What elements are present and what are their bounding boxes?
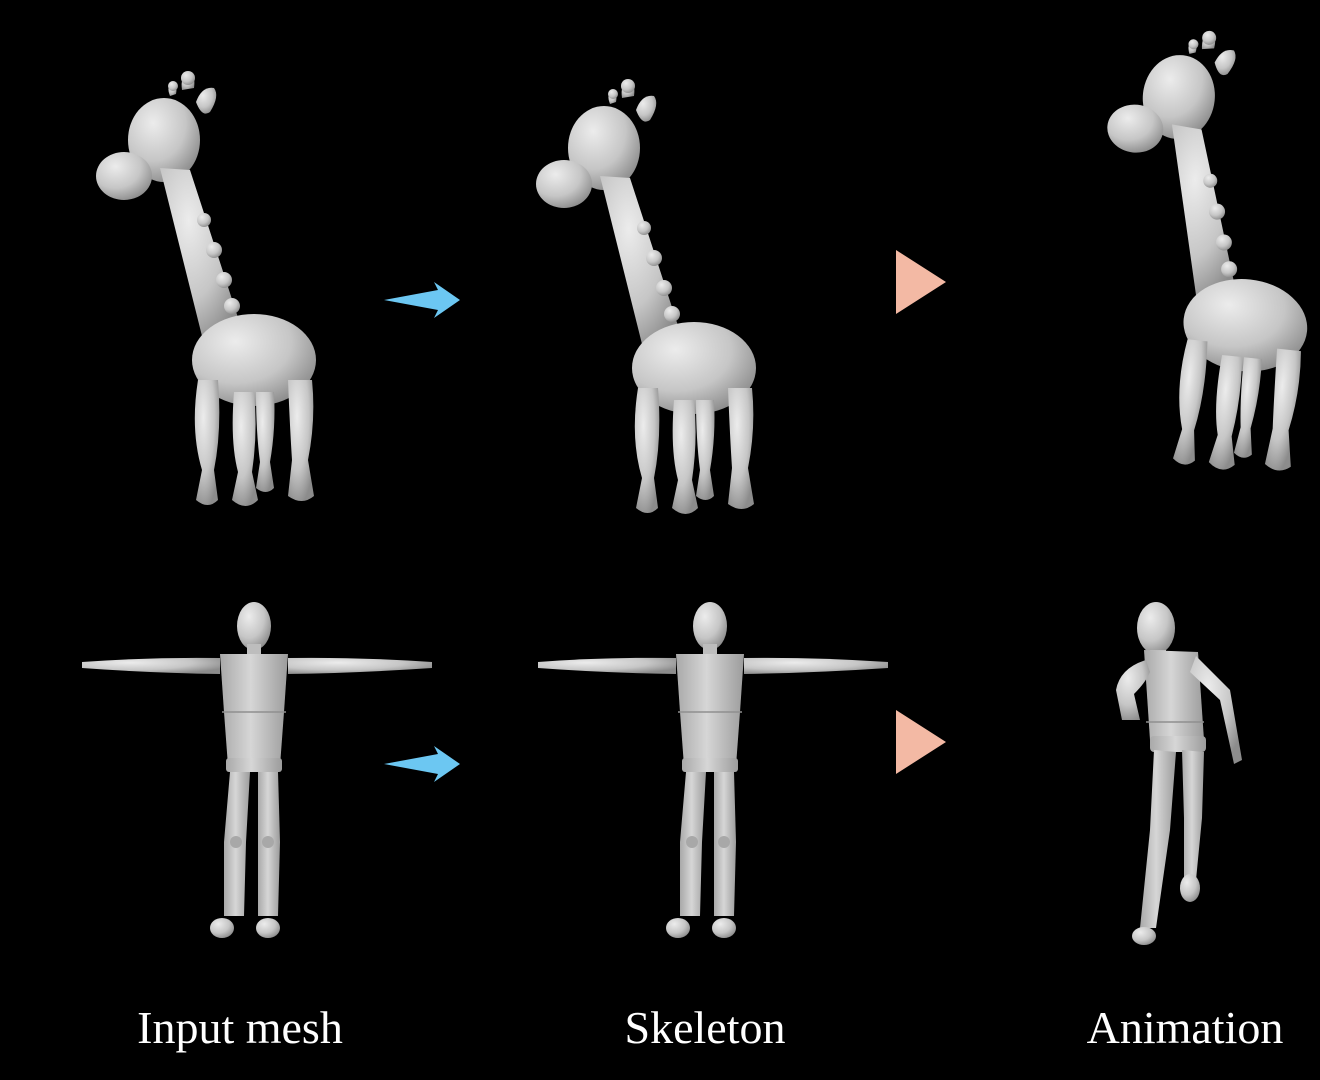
giraffe-animation-mesh (1072, 21, 1320, 477)
caption-skeleton: Skeleton (624, 1002, 786, 1053)
caption-input-mesh: Input mesh (137, 1002, 343, 1053)
blue-arrow-icon (384, 746, 460, 782)
play-triangle-icon (896, 710, 946, 774)
humanoid-skeleton-mesh (537, 601, 889, 939)
play-triangle-icon (896, 250, 946, 314)
giraffe-input-mesh (96, 71, 316, 506)
giraffe-skeleton-mesh (536, 79, 756, 514)
caption-animation: Animation (1086, 1002, 1284, 1053)
humanoid-input-mesh (81, 601, 433, 939)
humanoid-animation-mesh (1116, 602, 1242, 945)
blue-arrow-icon (384, 282, 460, 318)
